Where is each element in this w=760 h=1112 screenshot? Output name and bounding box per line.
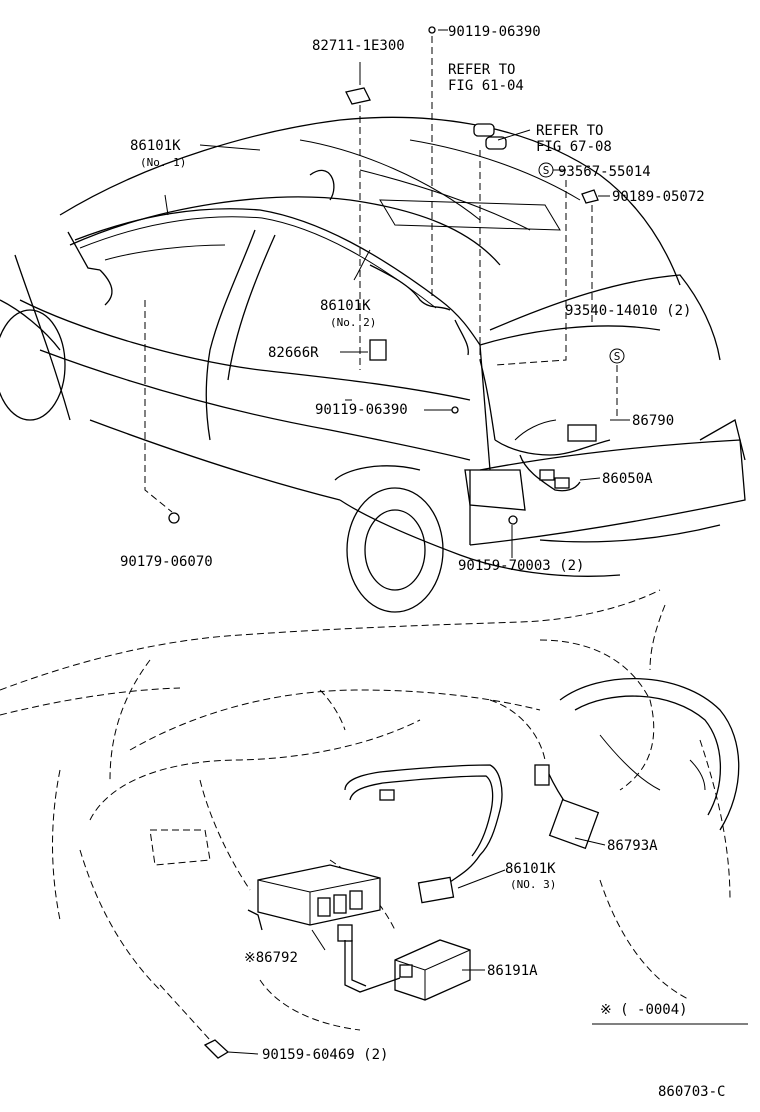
label-refer-to-1: REFER TO bbox=[448, 62, 515, 78]
label-90189-05072: 90189-05072 bbox=[612, 189, 705, 205]
svg-text:※ ( -0004): ※ ( -0004) bbox=[600, 1002, 688, 1018]
label-fig-61-04: FIG 61-04 bbox=[448, 78, 524, 94]
label-86101k-no1-sub: (No. 1) bbox=[140, 156, 186, 169]
applicability-note: ※ ( -0004) bbox=[592, 1002, 748, 1025]
label-86101k-no1: 86101K bbox=[130, 138, 181, 154]
label-93567-55014: 93567-55014 bbox=[558, 164, 651, 180]
label-90119-06390-top: 90119-06390 bbox=[448, 24, 541, 40]
callout-labels: 82711-1E300 90119-06390 REFER TO FIG 61-… bbox=[120, 24, 705, 1063]
label-86191a: 86191A bbox=[487, 963, 538, 979]
svg-text:S: S bbox=[543, 164, 550, 177]
label-90179-06070: 90179-06070 bbox=[120, 554, 213, 570]
s-symbol-1: S bbox=[538, 162, 554, 178]
s-symbol-2: S bbox=[609, 348, 625, 364]
label-86793a: 86793A bbox=[607, 838, 658, 854]
label-86101k-no2: 86101K bbox=[320, 298, 371, 314]
label-93540-14010: 93540-14010 (2) bbox=[565, 303, 691, 319]
label-90159-70003: 90159-70003 (2) bbox=[458, 558, 584, 574]
dashboard-view bbox=[0, 589, 740, 1059]
label-86101k-no2-sub: (No. 2) bbox=[330, 316, 376, 329]
label-82666r: 82666R bbox=[268, 345, 319, 361]
vehicle-body bbox=[0, 116, 746, 613]
label-86101k-no3: 86101K bbox=[505, 861, 556, 877]
leader-lines bbox=[164, 29, 630, 1055]
label-90119-06390-mid: 90119-06390 bbox=[315, 402, 408, 418]
label-refer-to-2: REFER TO bbox=[536, 123, 603, 139]
diagram-code: 860703-C bbox=[658, 1084, 725, 1100]
label-86101k-no3-sub: (NO. 3) bbox=[510, 878, 556, 891]
upper-harness-parts bbox=[67, 26, 611, 525]
label-82711-1e300: 82711-1E300 bbox=[312, 38, 405, 54]
svg-text:S: S bbox=[614, 350, 621, 363]
label-fig-67-08: FIG 67-08 bbox=[536, 139, 612, 155]
label-86792: ※86792 bbox=[244, 950, 298, 966]
label-86050a: 86050A bbox=[602, 471, 653, 487]
label-86790: 86790 bbox=[632, 413, 674, 429]
label-90159-60469: 90159-60469 (2) bbox=[262, 1047, 388, 1063]
